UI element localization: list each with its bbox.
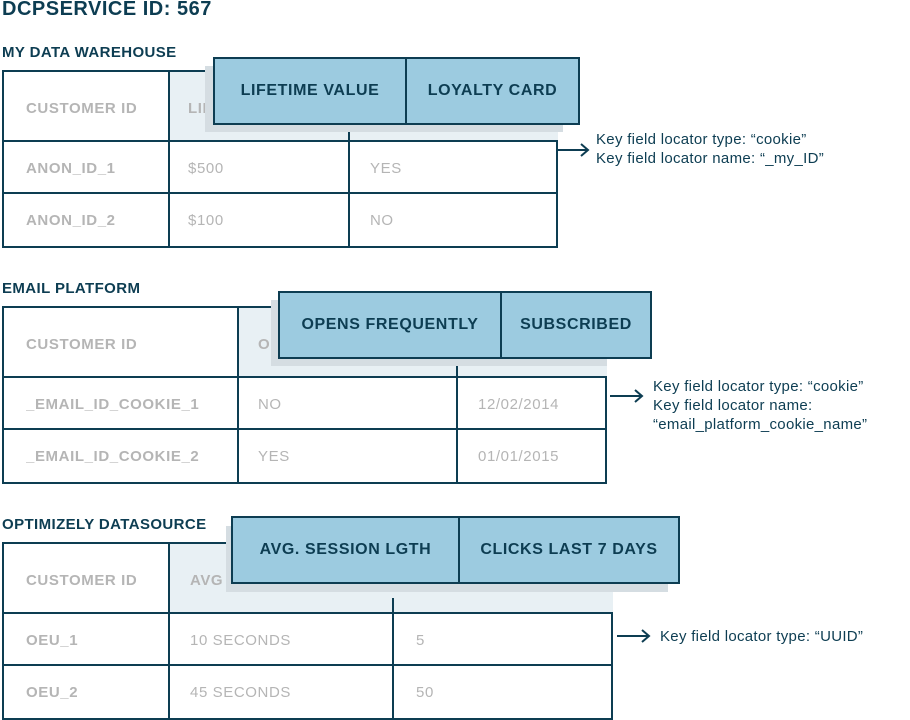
note-line: Key field locator name:: [653, 397, 813, 414]
cell-customer-id: _EMAIL_ID_COOKIE_2: [26, 448, 200, 465]
cell-customer-id: ANON_ID_1: [26, 160, 116, 177]
note-line: Key field locator type: “UUID”: [660, 628, 864, 645]
cell-value: 12/02/2014: [478, 396, 560, 413]
arrow-right-icon: [556, 143, 590, 157]
header-partial: AVG: [190, 572, 224, 589]
section-title-email-platform: EMAIL PLATFORM: [2, 280, 141, 297]
table-row: [4, 664, 611, 720]
note-line: Key field locator type: “cookie”: [596, 131, 807, 148]
table-row: [4, 376, 605, 430]
cell-value: YES: [370, 160, 402, 177]
table-row: [4, 612, 611, 666]
key-field-note: Key field locator type: “cookie” Key fie…: [596, 130, 824, 168]
arrow-right-icon: [610, 389, 644, 403]
cell-customer-id: _EMAIL_ID_COOKIE_1: [26, 396, 200, 413]
note-line: “email_platform_cookie_name”: [653, 416, 868, 433]
cell-value: NO: [258, 396, 282, 413]
cell-value: $100: [188, 212, 224, 229]
section-title-data-warehouse: MY DATA WAREHOUSE: [2, 44, 177, 61]
note-line: Key field locator name: “_my_ID”: [596, 150, 825, 167]
attribute-loyalty-card: LOYALTY CARD: [405, 57, 580, 125]
cell-customer-id: ANON_ID_2: [26, 212, 116, 229]
cell-value: 10 SECONDS: [190, 632, 292, 649]
attribute-clicks-last-7-days: CLICKS LAST 7 DAYS: [458, 516, 680, 584]
table-row: [4, 428, 605, 484]
attribute-lifetime-value: LIFETIME VALUE: [213, 57, 407, 125]
key-field-note: Key field locator type: “UUID”: [660, 627, 863, 646]
header-customer-id: CUSTOMER ID: [26, 572, 138, 589]
cell-customer-id: OEU_2: [26, 684, 79, 701]
page-title: DCPSERVICE ID: 567: [2, 0, 212, 20]
cell-value: 5: [416, 632, 425, 649]
cell-value: 01/01/2015: [478, 448, 560, 465]
table-row: [4, 140, 556, 194]
header-customer-id: CUSTOMER ID: [26, 100, 138, 117]
cell-value: NO: [370, 212, 394, 229]
cell-value: 50: [416, 684, 434, 701]
attribute-avg-session-length: AVG. SESSION LGTH: [231, 516, 460, 584]
table-row: [4, 192, 556, 248]
cell-value: $500: [188, 160, 224, 177]
header-partial: LIFE: [188, 100, 210, 117]
note-line: Key field locator type: “cookie”: [653, 378, 864, 395]
cell-customer-id: OEU_1: [26, 632, 79, 649]
attribute-opens-frequently: OPENS FREQUENTLY: [278, 291, 502, 359]
cell-value: YES: [258, 448, 290, 465]
header-customer-id: CUSTOMER ID: [26, 336, 138, 353]
attribute-subscribed: SUBSCRIBED: [500, 291, 652, 359]
cell-value: 45 SECONDS: [190, 684, 292, 701]
section-title-optimizely-datasource: OPTIMIZELY DATASOURCE: [2, 516, 207, 533]
arrow-right-icon: [617, 629, 651, 643]
key-field-note: Key field locator type: “cookie” Key fie…: [653, 377, 867, 434]
